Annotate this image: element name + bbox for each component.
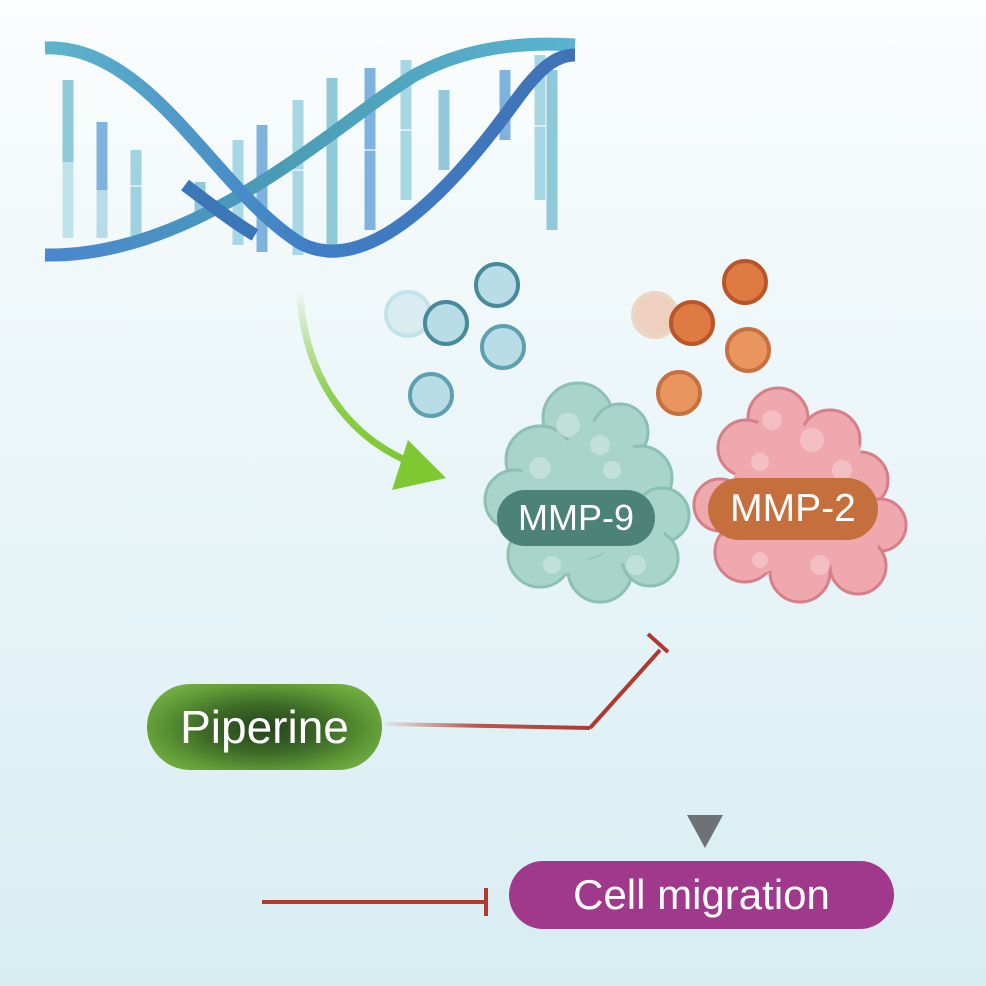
mmp-to-cell-migration-arrow xyxy=(687,600,723,848)
orange-molecule-dots-icon xyxy=(631,259,771,416)
teal-molecule-dots-icon xyxy=(384,262,526,418)
mmp9-label: MMP-9 xyxy=(497,490,655,546)
cell-migration-label: Cell migration xyxy=(509,861,894,929)
piperine-label: Piperine xyxy=(147,684,382,770)
piperine-to-mmp-inhibition-line xyxy=(384,632,670,730)
dna-double-helix-icon xyxy=(44,37,576,262)
mmp2-label: MMP-2 xyxy=(708,478,878,540)
piperine-to-cell-migration-inhibition-line xyxy=(262,775,488,916)
expression-arrow xyxy=(296,291,446,490)
